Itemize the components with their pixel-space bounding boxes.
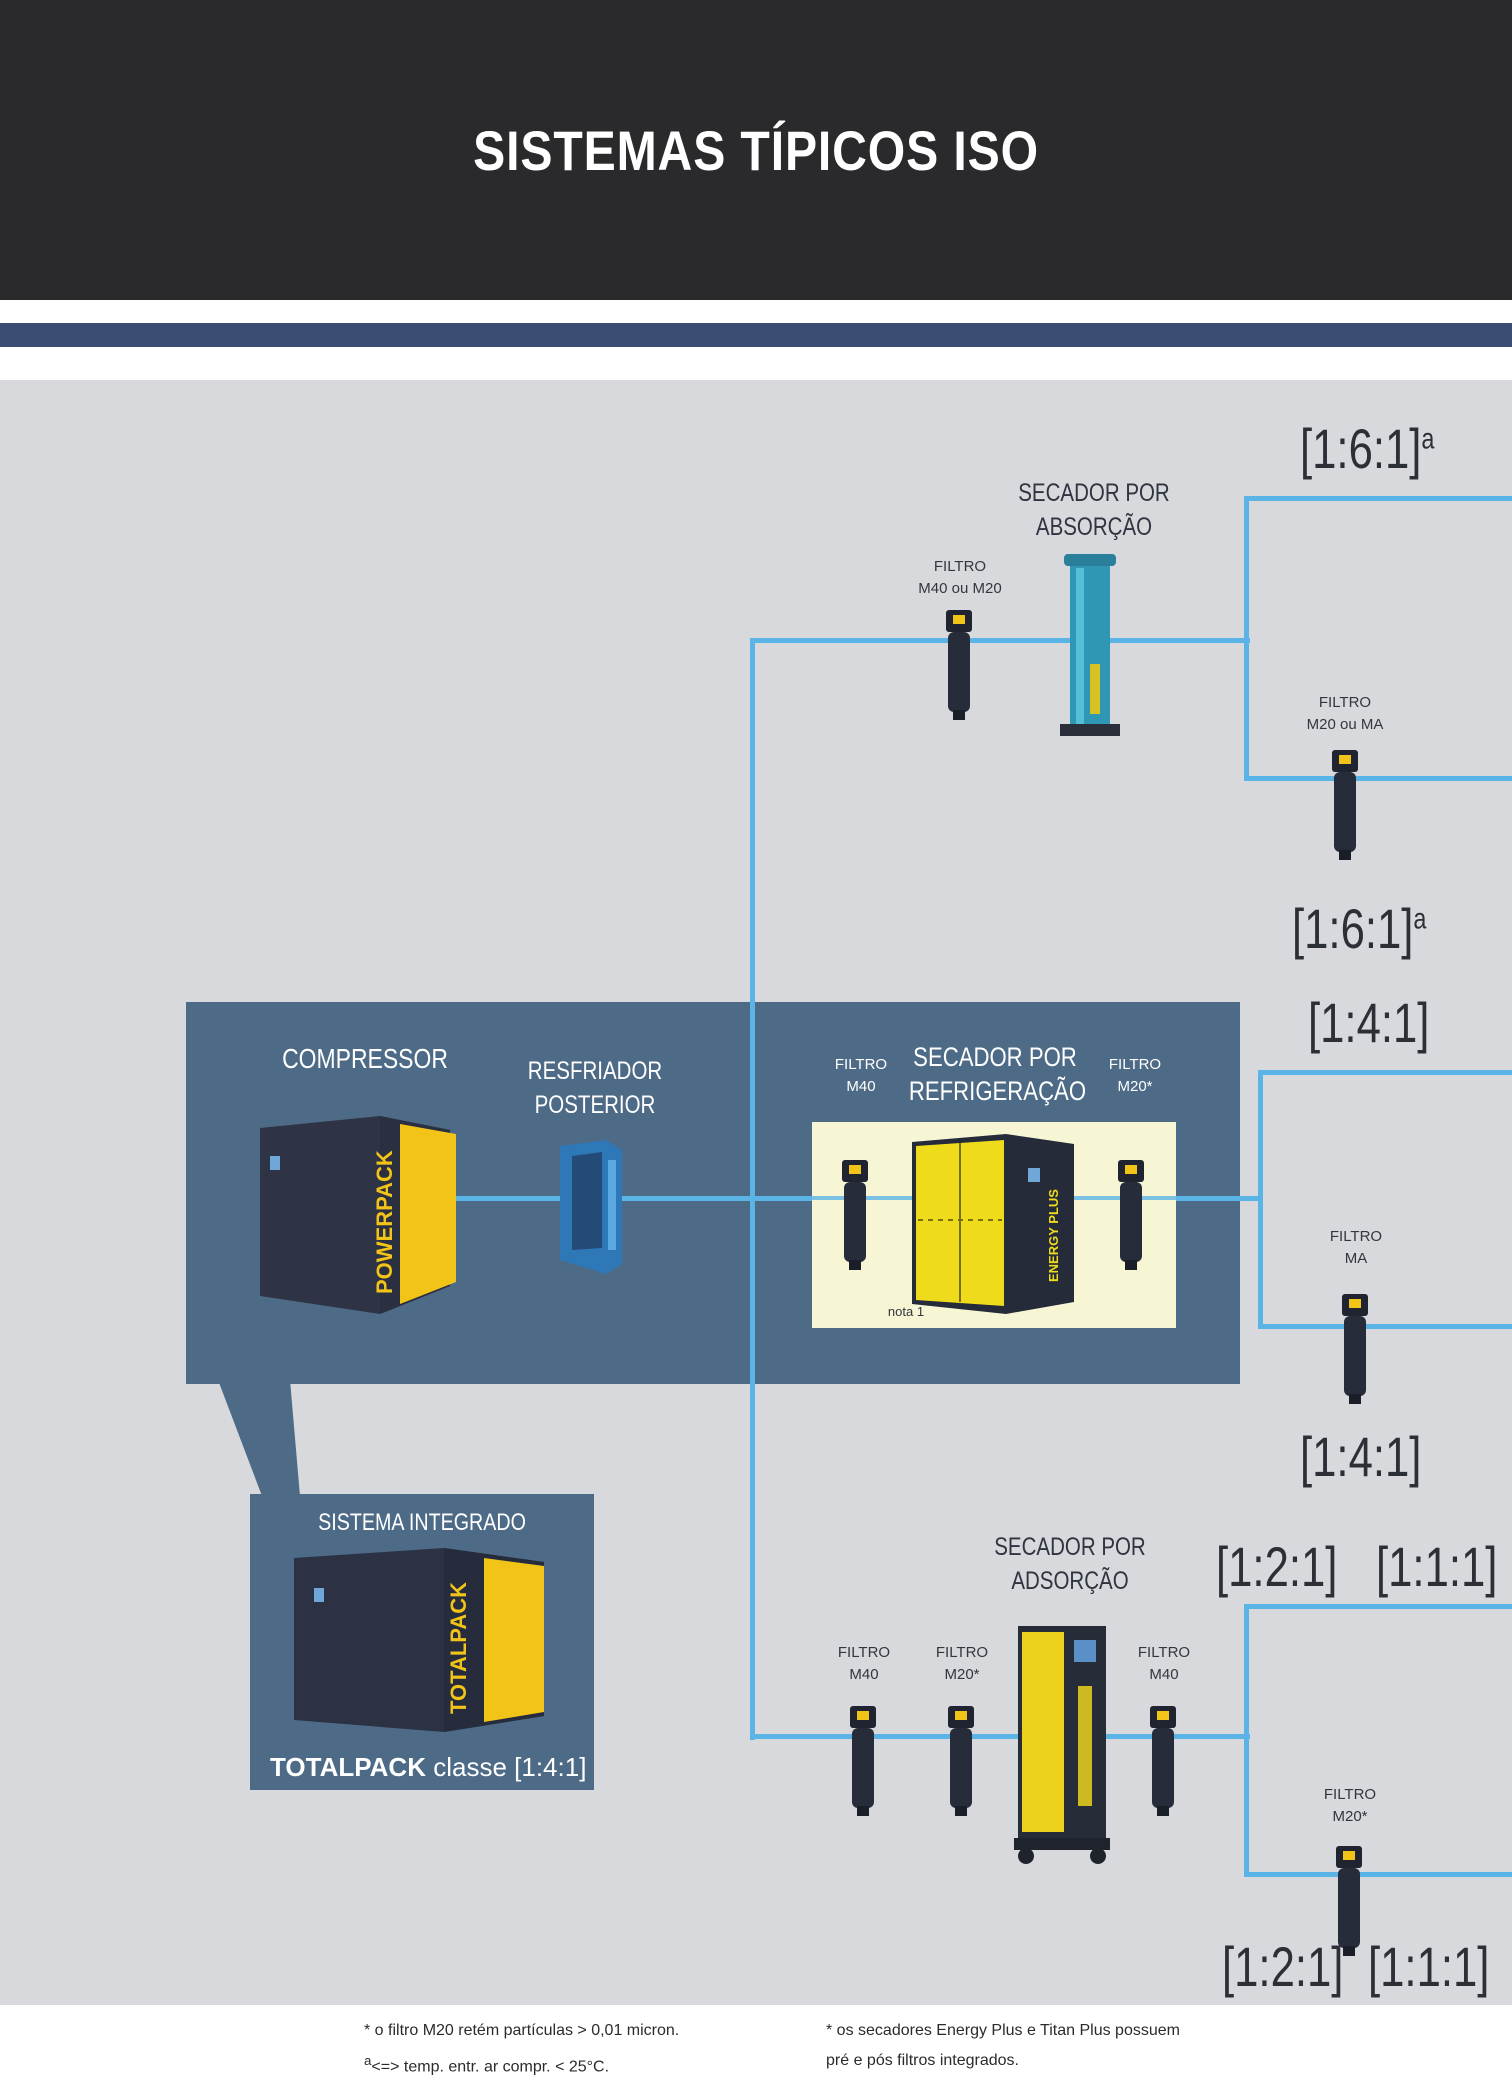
top-branch-upper (1244, 496, 1512, 501)
class-bottom-upper-a: [1:2:1] (1216, 1535, 1338, 1598)
bottom-pipe (750, 1734, 1250, 1739)
adsorption-dryer-bottom (1014, 1626, 1110, 1864)
compressor-label: COMPRESSOR (282, 1043, 448, 1074)
filter-m20-bottom-branch (1336, 1846, 1362, 1956)
footnotes-left: * o filtro M20 retém partículas > 0,01 m… (364, 2016, 679, 2082)
filter-m20-or-ma-top (1332, 750, 1358, 860)
class-mid-upper: [1:4:1] (1308, 991, 1430, 1054)
absorption-dryer-top (1060, 554, 1120, 736)
totalpack-class-caption: TOTALPACK classe [1:4:1] (270, 1752, 590, 1783)
filter-m40-bottom-1 (850, 1706, 876, 1816)
accent-bar (0, 323, 1512, 347)
filter-m40-or-m20-top (946, 610, 972, 720)
totalpack-brand-text: TOTALPACK (446, 1582, 471, 1714)
filter-m20-bottom-2 (948, 1706, 974, 1816)
header-banner (0, 0, 1512, 300)
mid-branch-upper (1258, 1070, 1512, 1075)
footnote-dryers: * os secadores Energy Plus e Titan Plus … (826, 2022, 1180, 2039)
footnote-temp: a<=> temp. entr. ar compr. < 25°C. (364, 2053, 610, 2076)
filter-ma-mid (1342, 1294, 1368, 1404)
filter-m20-main (1118, 1160, 1144, 1270)
nota-label: nota 1 (887, 1304, 925, 1319)
main-pipe (290, 1196, 1260, 1201)
top-branch-lower (1244, 776, 1512, 781)
top-branch-vertical (1244, 496, 1249, 780)
class-top-lower: [1:6:1]a (1292, 897, 1427, 960)
mid-branch-vertical (1258, 1070, 1263, 1328)
powerpack-brand-text: POWERPACK (372, 1150, 397, 1294)
aftercooler-unit (560, 1140, 622, 1274)
class-bottom-lower-a: [1:2:1] (1222, 1935, 1344, 1998)
bottom-branch-lower (1244, 1872, 1512, 1877)
energy-plus-brand-text: ENERGY PLUS (1046, 1189, 1061, 1282)
footnote-prefilters: pré e pós filtros integrados. (826, 2052, 1019, 2069)
class-mid-lower: [1:4:1] (1300, 1425, 1422, 1488)
class-bottom-upper-b: [1:1:1] (1376, 1535, 1498, 1598)
totalpack-caption-rest: classe [1:4:1] (426, 1752, 587, 1782)
footnote-m20: * o filtro M20 retém partículas > 0,01 m… (364, 2022, 680, 2039)
filter-m40-main (842, 1160, 868, 1270)
footnotes-right: * os secadores Energy Plus e Titan Plus … (826, 2016, 1180, 2076)
top-pipe (750, 638, 1250, 643)
mid-branch-lower (1258, 1324, 1512, 1329)
filter-m40-bottom-3 (1150, 1706, 1176, 1816)
trunk-vertical-pipe (750, 640, 755, 1740)
totalpack-caption-bold: TOTALPACK (270, 1752, 426, 1782)
compressor-powerpack: POWERPACK (260, 1116, 456, 1314)
bottom-branch-upper (1244, 1604, 1512, 1609)
bottom-branch-vertical (1244, 1604, 1249, 1876)
page-title: SISTEMAS TÍPICOS ISO (473, 119, 1039, 182)
totalpack-unit: TOTALPACK (294, 1548, 544, 1732)
integrated-system-label: SISTEMA INTEGRADO (318, 1509, 526, 1536)
class-top-upper: [1:6:1]a (1300, 417, 1435, 480)
class-bottom-lower-b: [1:1:1] (1368, 1935, 1490, 1998)
refrigeration-dryer-unit: ENERGY PLUS (912, 1134, 1074, 1314)
